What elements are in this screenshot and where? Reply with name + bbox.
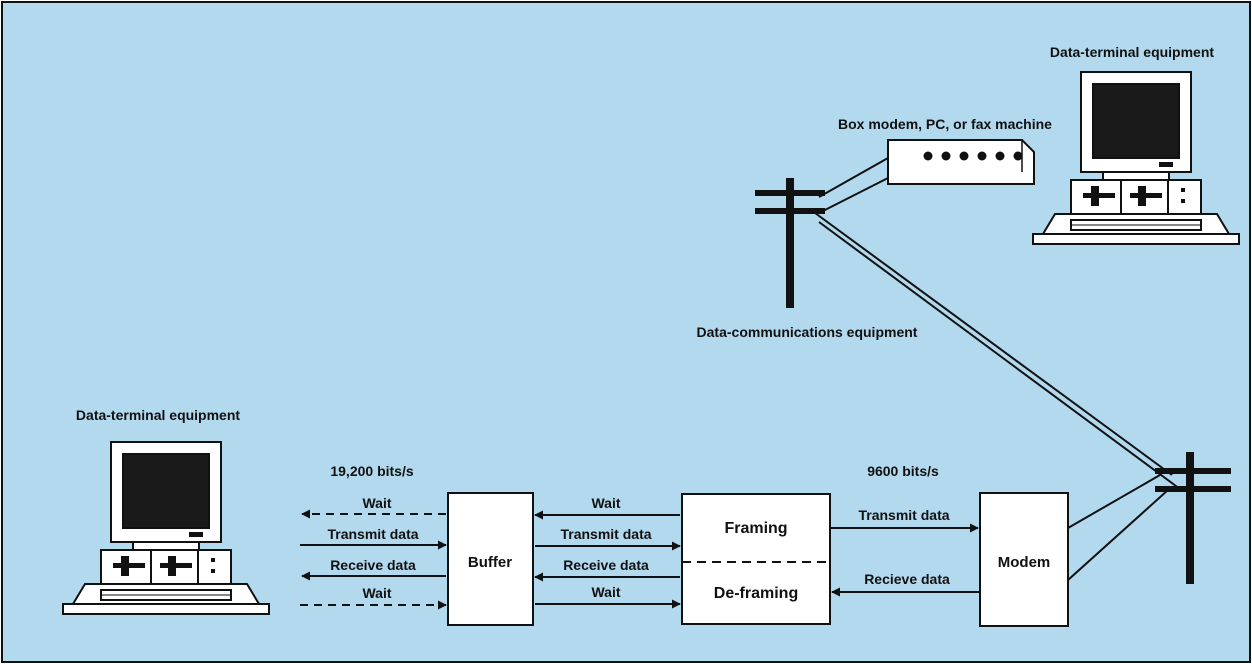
label-dce: Data-communications equipment: [697, 324, 918, 340]
label-host-wait-2: Wait: [362, 585, 391, 601]
label-line-receive: Recieve data: [864, 571, 950, 587]
deframing-label: De-framing: [714, 585, 798, 602]
buffer-label: Buffer: [468, 554, 512, 571]
label-rate-host: 19,200 bits/s: [330, 463, 413, 479]
label-host-transmit: Transmit data: [327, 526, 418, 542]
label-mid-wait-2: Wait: [591, 584, 620, 600]
label-rate-line: 9600 bits/s: [867, 463, 939, 479]
label-dte-top: Data-terminal equipment: [1050, 44, 1214, 60]
label-mid-transmit: Transmit data: [560, 526, 651, 542]
framer-box: [682, 494, 830, 624]
label-host-wait-1: Wait: [362, 495, 391, 511]
label-mid-wait-1: Wait: [591, 495, 620, 511]
label-line-transmit: Transmit data: [858, 507, 949, 523]
modem-label: Modem: [998, 554, 1051, 571]
label-box-modem: Box modem, PC, or fax machine: [838, 116, 1052, 132]
label-host-receive: Receive data: [330, 557, 416, 573]
framing-label: Framing: [724, 520, 787, 537]
label-dte-left: Data-terminal equipment: [76, 407, 240, 423]
label-mid-receive: Receive data: [563, 557, 649, 573]
box-modem-icon: [888, 140, 1034, 184]
